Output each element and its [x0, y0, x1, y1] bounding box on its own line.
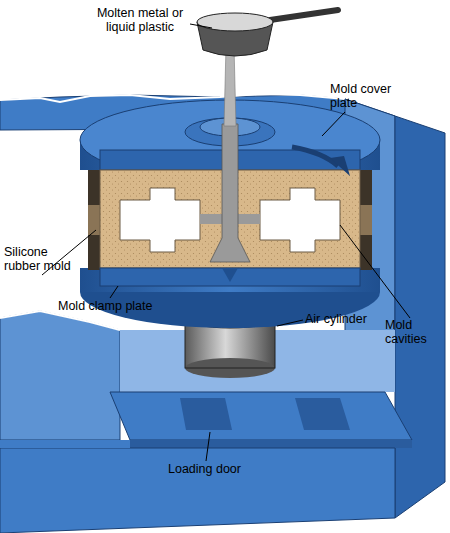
- leader-line: [190, 24, 212, 28]
- leader-line: [340, 225, 410, 318]
- part-label: Molten metal or liquid plastic: [90, 6, 190, 34]
- part-label: Mold clamp plate: [58, 299, 178, 313]
- leader-line: [110, 286, 118, 298]
- ladle: [197, 10, 338, 126]
- part-label: Mold cover plate: [330, 82, 400, 110]
- part-label: Silicone rubber mold: [4, 245, 76, 273]
- leader-line: [322, 112, 345, 136]
- leader-line: [277, 320, 303, 326]
- rotation-arrow: [292, 147, 350, 176]
- part-label: Mold cavities: [385, 318, 443, 346]
- leader-line: [206, 432, 210, 461]
- part-label: Loading door: [168, 462, 268, 476]
- part-label: Air cylinder: [305, 312, 385, 326]
- leader-lines: [42, 24, 410, 461]
- mold-assembly: [80, 100, 380, 328]
- machine-enclosure: [0, 94, 445, 533]
